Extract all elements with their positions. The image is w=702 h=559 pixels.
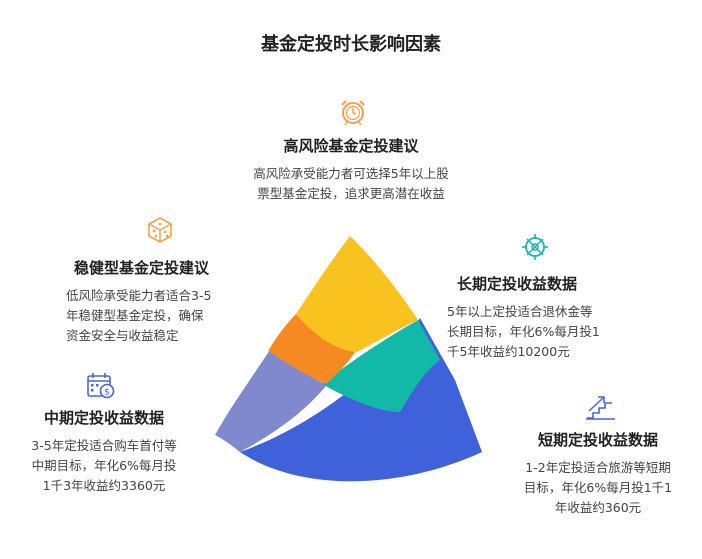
- mid-term-heading: 中期定投收益数据: [43, 409, 164, 427]
- steady-line-1: 低风险承受能力者适合3-5: [66, 288, 212, 303]
- steady-description: 低风险承受能力者适合3-5 年稳健型基金定投，确保 资金安全与收益稳定: [66, 286, 274, 346]
- short-term-line-2: 目标，年化6%每月投1千1: [523, 480, 673, 495]
- compass-icon: [522, 234, 548, 260]
- pyramid-layer-yellow: [296, 236, 418, 352]
- pyramid-layer-teal: [322, 320, 440, 412]
- steady-advice-block: 稳健型基金定投建议 低风险承受能力者适合3-5 年稳健型基金定投，确保 资金安全…: [66, 257, 274, 346]
- high-risk-description: 高风险承受能力者可选择5年以上股 票型基金定投，追求更高潜在收益: [211, 164, 491, 204]
- long-term-line-1: 5年以上定投适合退休金等: [447, 304, 593, 319]
- mid-term-line-2: 中期目标，年化6%每月投: [31, 458, 177, 473]
- short-term-description: 1-2年定投适合旅游等短期 目标，年化6%每月投1千1 年收益约360元: [498, 458, 698, 518]
- high-risk-advice-block: 高风险基金定投建议 高风险承受能力者可选择5年以上股 票型基金定投，追求更高潜在…: [211, 135, 491, 204]
- pyramid-layer-orange: [268, 314, 355, 384]
- calendar-money-icon: $: [87, 373, 115, 399]
- short-term-line-1: 1-2年定投适合旅游等短期: [525, 460, 671, 475]
- svg-text:$: $: [104, 388, 110, 398]
- long-term-data-block: 长期定投收益数据 5年以上定投适合退休金等 长期目标，年化6%每月投1 千5年收…: [447, 273, 657, 362]
- mid-term-data-block: 中期定投收益数据 3-5年定投适合购车首付等 中期目标，年化6%每月投 1千3年…: [4, 407, 204, 496]
- long-term-line-2: 长期目标，年化6%每月投1: [447, 324, 600, 339]
- high-risk-line-1: 高风险承受能力者可选择5年以上股: [253, 166, 449, 181]
- growth-stairs-icon: [586, 396, 615, 420]
- mid-term-line-1: 3-5年定投适合购车首付等: [31, 438, 177, 453]
- long-term-description: 5年以上定投适合退休金等 长期目标，年化6%每月投1 千5年收益约10200元: [447, 302, 657, 362]
- dice-icon: [148, 217, 172, 243]
- alarm-clock-icon: [341, 100, 365, 126]
- high-risk-line-2: 票型基金定投，追求更高潜在收益: [257, 186, 445, 201]
- long-term-line-3: 千5年收益约10200元: [447, 344, 570, 359]
- steady-heading: 稳健型基金定投建议: [74, 259, 210, 277]
- steady-line-2: 年稳健型基金定投，确保: [66, 308, 204, 323]
- mid-term-line-3: 1千3年收益约3360元: [42, 478, 166, 493]
- short-term-heading: 短期定投收益数据: [537, 431, 658, 449]
- mid-term-description: 3-5年定投适合购车首付等 中期目标，年化6%每月投 1千3年收益约3360元: [4, 436, 204, 496]
- long-term-heading: 长期定投收益数据: [457, 275, 578, 293]
- page-title: 基金定投时长影响因素: [261, 34, 441, 55]
- pyramid-layer-purple: [215, 350, 327, 452]
- high-risk-heading: 高风险基金定投建议: [283, 137, 419, 155]
- short-term-data-block: 短期定投收益数据 1-2年定投适合旅游等短期 目标，年化6%每月投1千1 年收益…: [498, 429, 698, 518]
- steady-line-3: 资金安全与收益稳定: [66, 328, 179, 343]
- short-term-line-3: 年收益约360元: [554, 500, 642, 515]
